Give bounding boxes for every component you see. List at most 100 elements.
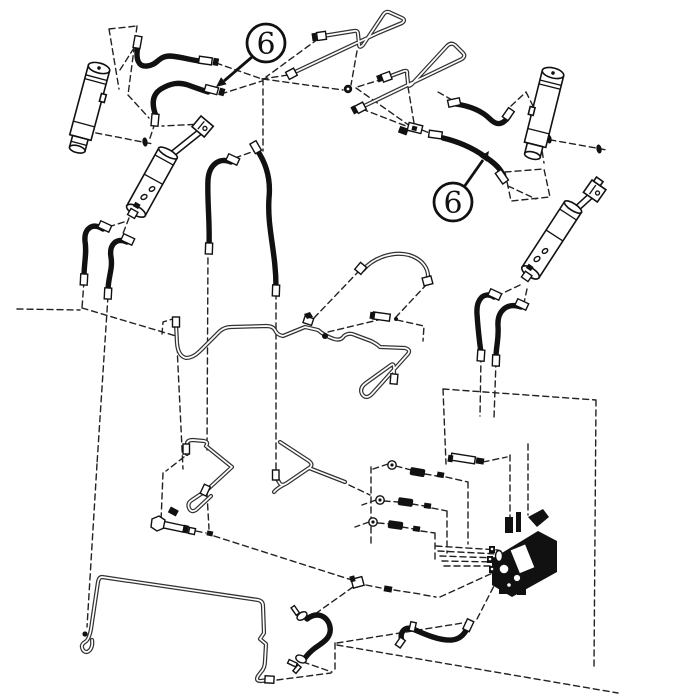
fitting xyxy=(379,70,393,84)
clevis-pin xyxy=(202,125,208,132)
callouts: 6 6 xyxy=(216,22,489,223)
fitting xyxy=(446,96,462,108)
port-fitting-rows xyxy=(349,452,485,593)
fitting xyxy=(421,274,434,287)
gland xyxy=(157,146,179,160)
nut xyxy=(376,74,383,83)
fitting xyxy=(203,83,220,96)
elbow-fitting xyxy=(397,125,409,136)
fitting xyxy=(461,617,475,633)
foot-line xyxy=(70,140,87,147)
tee-nut xyxy=(304,312,313,319)
gland xyxy=(563,200,583,214)
port-dot xyxy=(490,567,494,571)
tilt-cylinder-left xyxy=(125,114,215,220)
bolt-tip xyxy=(187,526,197,536)
fitting xyxy=(408,620,418,633)
cylinder-collar xyxy=(73,74,108,128)
nut xyxy=(475,457,485,465)
callout-circle xyxy=(245,22,287,64)
fitting xyxy=(494,168,510,186)
fitting xyxy=(264,675,275,684)
plug xyxy=(423,502,432,510)
callout-arrow-line xyxy=(223,55,253,83)
capsule-fitting xyxy=(409,467,426,478)
callout-arrow-head xyxy=(216,77,227,87)
fitting xyxy=(427,129,444,140)
dashed-lines-bottom xyxy=(195,388,619,694)
washer xyxy=(142,137,148,147)
barrel-band xyxy=(545,208,577,242)
fitting xyxy=(197,55,214,66)
foot-base xyxy=(68,144,86,154)
callout-arrow-head xyxy=(479,151,489,162)
valve-tower xyxy=(505,517,513,533)
callout-label: 6 xyxy=(256,27,275,62)
base-fitting xyxy=(520,270,533,283)
rod-clevis xyxy=(190,114,215,139)
bolt-shaft xyxy=(162,520,186,533)
union-nut xyxy=(322,333,328,339)
valve-bore xyxy=(494,549,504,563)
callout-6-left: 6 xyxy=(216,22,287,87)
lift-cylinder-right xyxy=(523,66,565,161)
elbow-tab xyxy=(291,663,303,675)
lift-cylinder-left xyxy=(68,61,111,154)
fitting xyxy=(271,469,280,481)
port-boss xyxy=(533,255,541,263)
union-nut-center xyxy=(346,87,350,91)
control-valve xyxy=(487,509,557,597)
port-boss xyxy=(140,193,148,201)
fitting xyxy=(353,261,368,276)
fitting xyxy=(119,232,136,247)
clevis-slot xyxy=(588,184,597,195)
hex-center xyxy=(378,498,382,502)
steel-tubes xyxy=(79,9,467,684)
fitting xyxy=(248,139,263,155)
fitting xyxy=(389,372,399,386)
plug xyxy=(383,585,393,593)
fitting xyxy=(315,30,328,42)
union-nut xyxy=(394,317,398,321)
fitting xyxy=(79,273,89,286)
dashed-lines-middle xyxy=(16,217,528,628)
elbow-tab xyxy=(286,658,299,668)
fitting xyxy=(224,152,241,167)
steel-tube-outline xyxy=(79,9,467,684)
fitting xyxy=(513,297,530,312)
valve-bore xyxy=(512,573,522,583)
fitting xyxy=(182,443,191,455)
mounting-bolt xyxy=(150,506,214,537)
clevis-slot xyxy=(197,120,205,130)
plug xyxy=(167,506,179,517)
foot-base xyxy=(523,150,542,161)
fitting xyxy=(204,242,214,255)
nut xyxy=(411,125,418,132)
hose-fittings xyxy=(79,34,530,675)
bolt-head xyxy=(150,515,166,532)
fitting xyxy=(476,349,486,362)
capsule-fitting xyxy=(387,520,404,530)
nut xyxy=(311,32,318,42)
plug xyxy=(436,471,445,479)
port-dot xyxy=(490,547,494,551)
callout-6-right: 6 xyxy=(432,151,489,223)
cylinder-port xyxy=(98,92,108,104)
fitting xyxy=(491,354,501,367)
hex-center xyxy=(390,463,394,467)
washer xyxy=(596,144,602,154)
valve-tab xyxy=(517,589,526,595)
fitting xyxy=(103,287,113,300)
long-fitting xyxy=(449,452,477,465)
bolt-collar xyxy=(182,524,190,534)
fitting xyxy=(199,483,212,497)
port-boss xyxy=(541,247,549,255)
callout-arrow-line xyxy=(462,159,485,188)
elbow-flange xyxy=(295,654,307,664)
nut xyxy=(349,575,356,583)
nut xyxy=(369,311,376,320)
plug xyxy=(206,530,214,537)
nut xyxy=(212,57,220,67)
